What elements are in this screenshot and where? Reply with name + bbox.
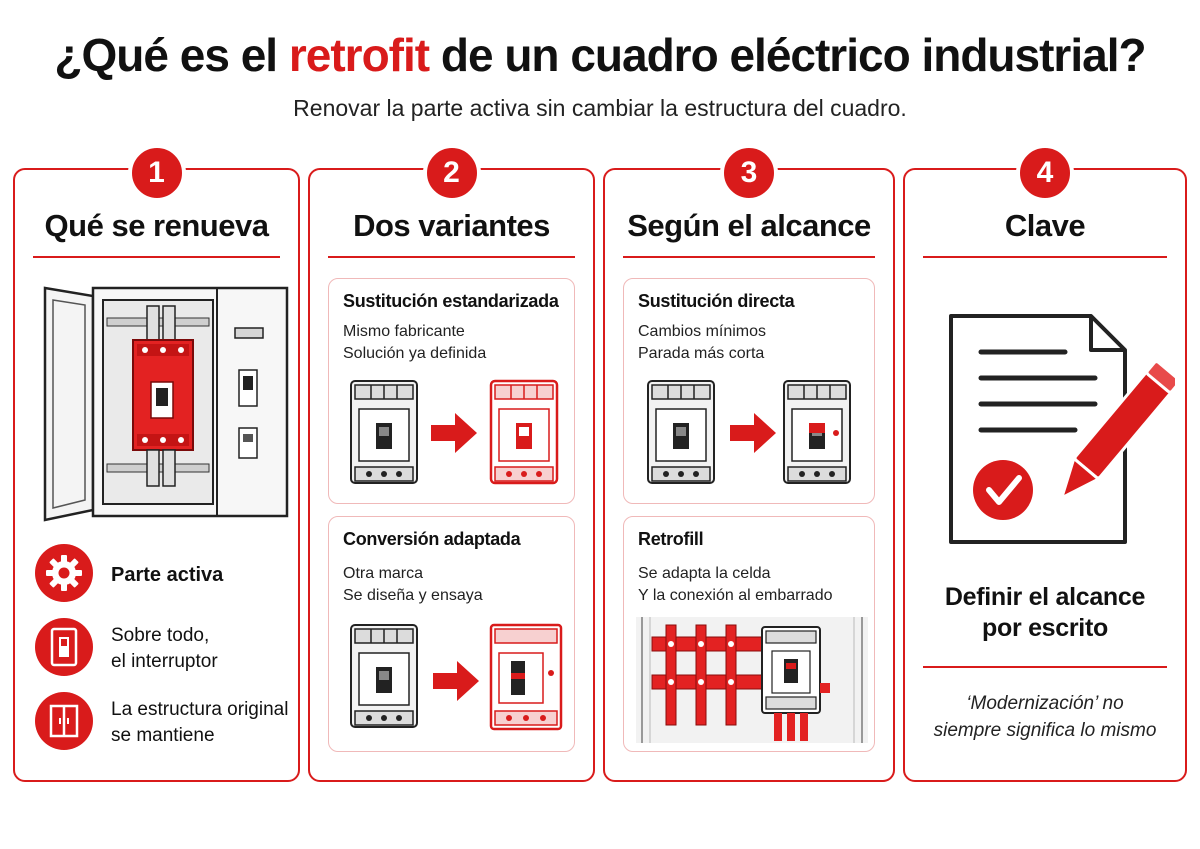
old-breaker-icon: [350, 624, 418, 728]
variant-line: Mismo fabricante: [343, 323, 465, 340]
document-pencil-icon: [949, 314, 1175, 544]
divider: [328, 256, 575, 258]
variant-title: Conversión adaptada: [343, 529, 521, 549]
divider: [33, 256, 280, 258]
breaker-conversion-illustration: [350, 623, 563, 731]
scope-line: Se adapta la celda: [638, 565, 771, 582]
busbar-cell-illustration: [636, 617, 868, 743]
variant-line: Solución ya definida: [343, 345, 487, 362]
arrow-right-icon: [433, 661, 479, 701]
step-badge-2: 2: [422, 144, 481, 202]
card-title: Según el alcance: [627, 208, 871, 243]
feature-label: Sobre todo,el interruptor: [111, 625, 218, 672]
scope-title: Sustitución directa: [638, 291, 795, 311]
variant-box-adapted: Conversión adaptada Otra marca Se diseña…: [328, 516, 575, 752]
title-accent: retrofit: [288, 29, 430, 81]
page-title: ¿Qué es el retrofit de un cuadro eléctri…: [54, 29, 1146, 81]
arrow-right-icon: [730, 413, 776, 453]
card-title: Dos variantes: [353, 208, 550, 243]
scope-box-retrofill: Retrofill Se adapta la celda Y la conexi…: [623, 516, 875, 752]
electrical-cabinet-illustration: [43, 286, 289, 522]
cabinet-icon: [35, 692, 93, 750]
scope-box-direct: Sustitución directa Cambios mínimos Para…: [623, 278, 875, 504]
step-badge-4: 4: [1016, 144, 1074, 202]
card-two-variants: 2 Dos variantes Sustitución estandarizad…: [308, 144, 595, 782]
scope-title: Retrofill: [638, 529, 704, 549]
variant-line: Otra marca: [343, 565, 424, 582]
breaker-swap-illustration: [350, 379, 559, 485]
card-according-to-scope: 3 Según el alcance Sustitución directa C…: [603, 144, 895, 782]
divider: [923, 256, 1167, 258]
step-badge-3: 3: [720, 144, 778, 202]
page-subtitle: Renovar la parte activa sin cambiar la e…: [293, 95, 907, 121]
card-title: Clave: [1004, 208, 1086, 243]
arrow-right-icon: [431, 413, 477, 453]
new-breaker-icon: [489, 379, 559, 485]
feature-breaker: Sobre todo,el interruptor: [35, 618, 295, 680]
scope-line: Y la conexión al embarrado: [638, 587, 833, 604]
variant-box-standardized: Sustitución estandarizada Mismo fabrican…: [328, 278, 575, 504]
direct-replacement-illustration: [647, 380, 851, 484]
step-badge-1: 1: [127, 144, 186, 202]
adapted-breaker-icon: [489, 623, 563, 731]
feature-active-part: Parte activa: [35, 544, 295, 606]
variant-title: Sustitución estandarizada: [343, 291, 559, 311]
scope-line: Parada más corta: [638, 345, 765, 362]
feature-label: Parte activa: [111, 564, 224, 586]
gear-icon: [35, 544, 93, 602]
divider: [623, 256, 875, 258]
divider: [923, 666, 1167, 668]
card-what-is-renewed: 1 Qué se renueva: [13, 144, 300, 782]
breaker-icon: [35, 618, 93, 676]
old-breaker-icon: [647, 380, 715, 484]
scope-line: Cambios mínimos: [638, 323, 767, 340]
card-title: Qué se renueva: [44, 208, 269, 243]
old-breaker-icon: [350, 380, 418, 484]
variant-line: Se diseña y ensaya: [343, 587, 483, 604]
